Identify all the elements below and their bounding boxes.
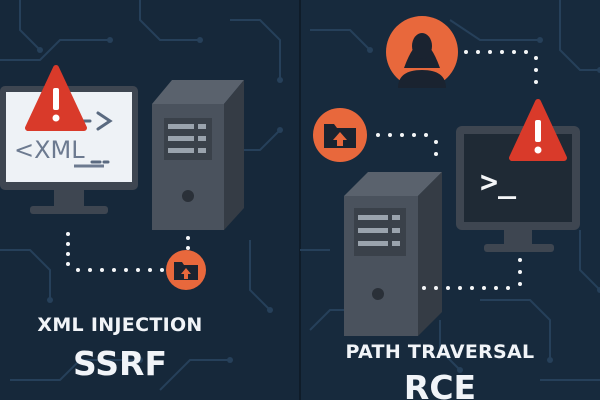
bottom-connector-dots <box>422 258 522 290</box>
left-folder-upload-icon <box>166 250 206 290</box>
right-attack-subtitle: RCE <box>403 368 477 400</box>
top-connector-dots <box>464 50 538 84</box>
warning-icon <box>25 65 87 131</box>
right-folder-upload-icon <box>313 108 367 162</box>
left-attack-title: XML INJECTION <box>37 314 203 336</box>
server-icon <box>152 80 244 230</box>
hacker-icon <box>386 16 458 88</box>
server-icon <box>344 172 442 336</box>
left-attack-subtitle: SSRF <box>72 344 167 383</box>
xml-code-text: <XML <box>14 136 85 164</box>
warning-icon <box>509 99 567 161</box>
middle-connector-dots <box>376 133 438 156</box>
terminal-prompt-text: >_ <box>480 165 517 200</box>
right-attack-title: PATH TRAVERSAL <box>345 341 535 363</box>
left-connector-dots <box>66 232 190 272</box>
